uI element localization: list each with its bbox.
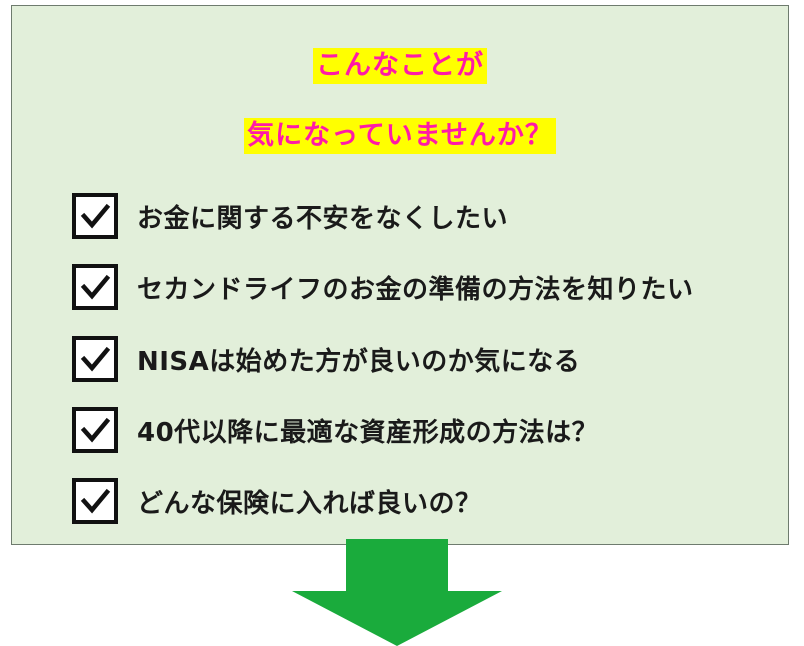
arrow-down-shape (292, 539, 502, 646)
headline-line-2: 気になっていませんか？ (12, 118, 788, 158)
checkbox-checked-icon (72, 407, 118, 453)
checklist-item-label: 40代以降に最適な資産形成の方法は？ (137, 417, 599, 448)
checkbox-checked-icon (72, 264, 118, 310)
checklist-item: お金に関する不安をなくしたい (72, 190, 508, 242)
checklist-item-label: どんな保険に入れば良いの？ (137, 488, 482, 519)
checklist-item: セカンドライフのお金の準備の方法を知りたい (72, 261, 694, 313)
headline-line-1-text: こんなことが (313, 48, 487, 84)
checklist-item: 40代以降に最適な資産形成の方法は？ (72, 404, 598, 456)
checkbox-checked-icon (72, 478, 118, 524)
checklist-item: NISAは始めた方が良いのか気になる (72, 333, 580, 385)
arrow-down-icon (292, 539, 502, 646)
checklist-item: どんな保険に入れば良いの？ (72, 475, 482, 527)
checklist: お金に関する不安をなくしたい セカンドライフのお金の準備の方法を知りたい NIS… (12, 6, 788, 544)
checklist-item-label: お金に関する不安をなくしたい (137, 203, 509, 234)
checkbox-checked-icon (72, 336, 118, 382)
checklist-item-label: NISAは始めた方が良いのか気になる (137, 346, 581, 377)
headline-line-1: こんなことが (12, 48, 788, 88)
headline-line-2-text: 気になっていませんか？ (244, 118, 556, 154)
checkbox-checked-icon (72, 193, 118, 239)
checklist-item-label: セカンドライフのお金の準備の方法を知りたい (137, 274, 694, 305)
concerns-panel: こんなことが 気になっていませんか？ お金に関する不安をなくしたい セカンドライ… (11, 5, 789, 545)
